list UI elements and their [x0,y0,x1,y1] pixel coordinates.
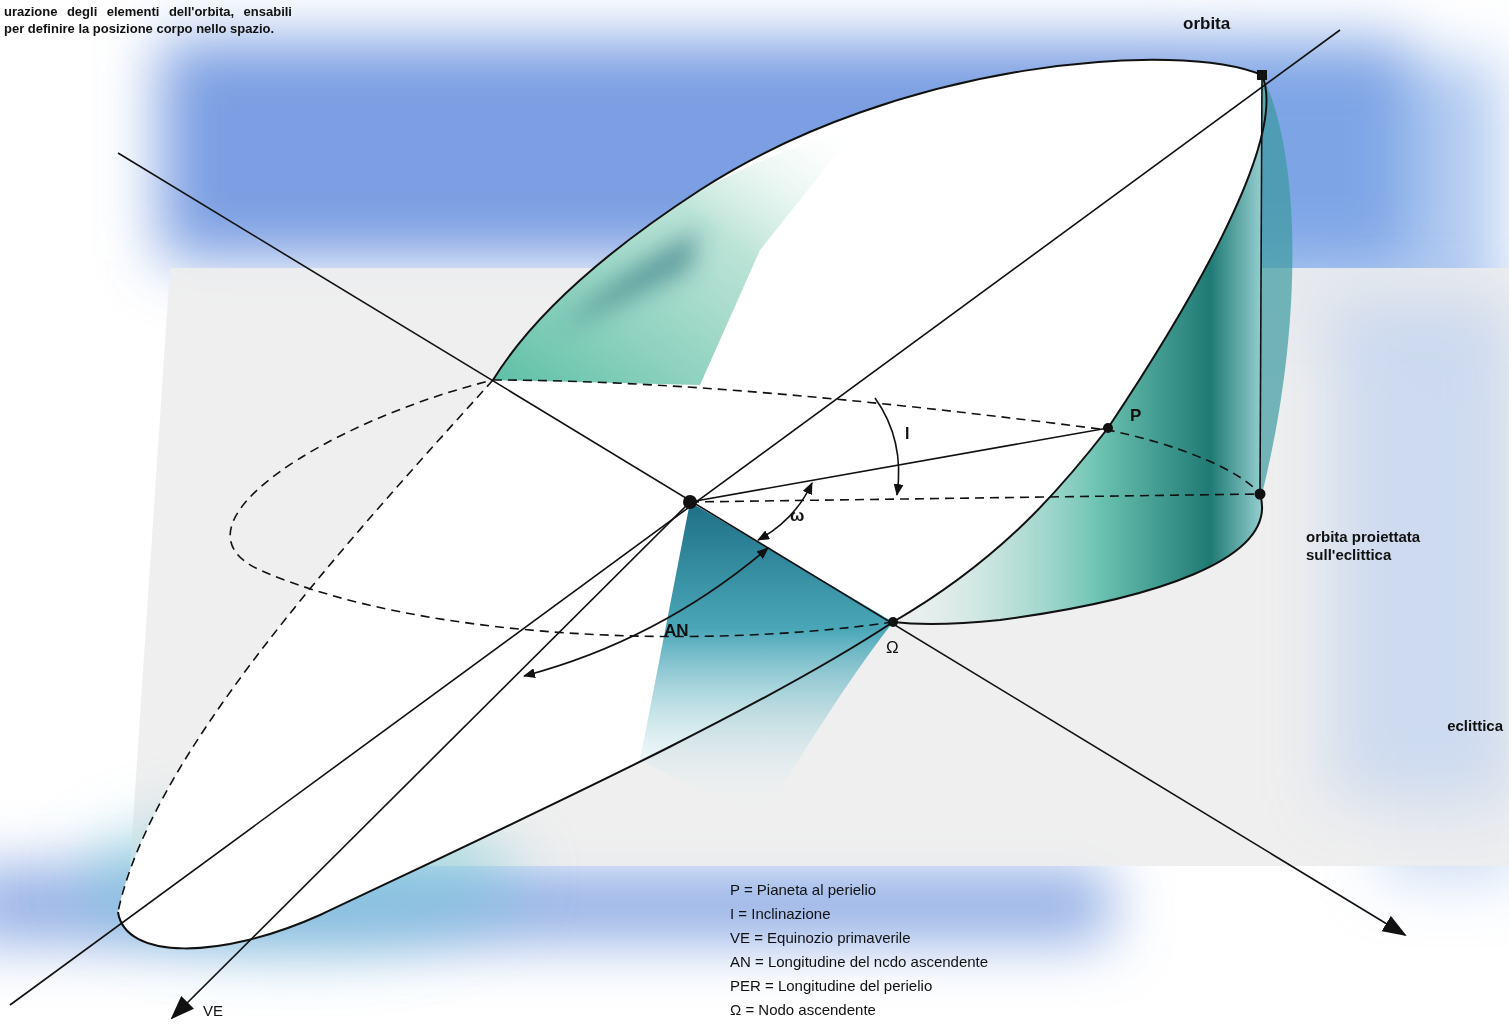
figure-caption: urazione degli elementi dell'orbita, ens… [4,4,292,38]
legend-line: P = Pianeta al perielio [730,881,876,899]
orbit-plane [118,60,1266,949]
legend-line: I = Inclinazione [730,905,830,923]
orbit-outline [118,60,1266,949]
point-label: P [1130,406,1141,426]
node-label: Ω [886,638,899,658]
legend-line: AN = Longitudine del ncdo ascendente [730,953,988,971]
wall-shading [493,125,860,385]
plane-label: orbita proiettata sull'eclittica [1306,528,1456,564]
angle-label: AN [664,621,689,641]
orbit-points [683,70,1267,627]
direction-label: VE [203,1002,223,1020]
legend-line: PER = Longitudine del perielio [730,977,932,995]
dashed-lines [118,380,1260,912]
plane-label: eclittica [1447,717,1503,735]
wall-shading [1260,75,1292,494]
axis-lines [10,30,1405,1018]
legend-line: VE = Equinozio primaverile [730,929,911,947]
wall-shading [893,75,1266,624]
angle-arcs [524,398,899,676]
legend-line: Ω = Nodo ascendente [730,1001,876,1019]
angle-label: ω [790,506,804,526]
angle-label: I [905,424,909,443]
plane-label: orbita [1183,14,1230,34]
